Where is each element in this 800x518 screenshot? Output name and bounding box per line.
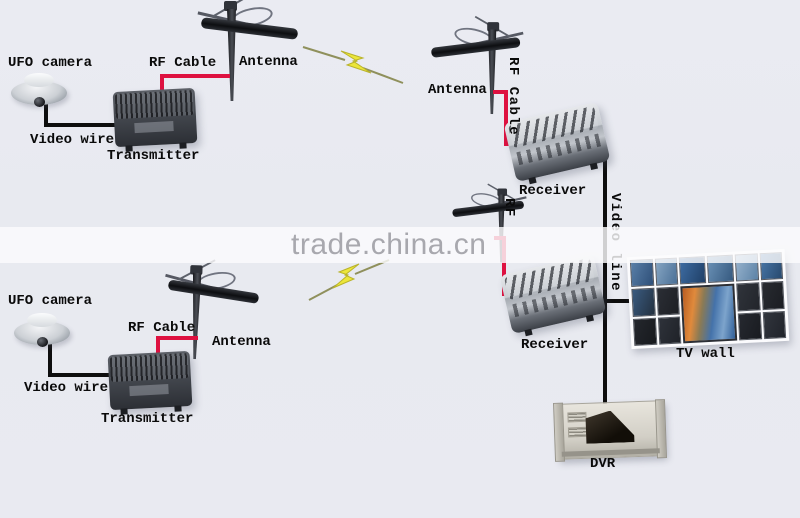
- transmitter-image-bottom: [107, 350, 193, 415]
- label-ufo-camera-bottom: UFO camera: [8, 293, 93, 309]
- rf-cable-segment: [504, 90, 508, 146]
- label-antenna-top-left: Antenna: [239, 54, 298, 70]
- label-rf-cable-top: RF Cable: [149, 55, 217, 71]
- monitor-screen: [632, 317, 657, 346]
- dvr-vent: [566, 411, 587, 423]
- dvr-front-opening: [585, 410, 635, 444]
- antenna-mast: [227, 9, 236, 101]
- label-receiver-top: Receiver: [519, 183, 587, 199]
- monitor-screen: [762, 310, 787, 340]
- video-wire-segment: [44, 100, 48, 127]
- trunk-wire-segment: [592, 299, 636, 303]
- label-dvr: DVR: [590, 456, 616, 472]
- camera-cap: [27, 313, 57, 327]
- label-rf-cable-vertical: RF Cable: [505, 57, 521, 137]
- main-monitor-screen: [680, 283, 738, 344]
- label-tv-wall: TV wall: [676, 346, 735, 362]
- video-wire-segment: [48, 373, 112, 377]
- monitor-screen: [760, 281, 785, 310]
- transmitter-image-top: [112, 87, 198, 152]
- watermark-band: trade.china.cn: [0, 227, 800, 263]
- label-transmitter-top: Transmitter: [107, 148, 200, 164]
- monitor-screen: [657, 316, 682, 345]
- rf-cable-segment: [493, 90, 508, 94]
- rf-cable-segment: [160, 74, 164, 100]
- dvr-vent: [567, 426, 587, 438]
- camera-lens: [34, 97, 45, 107]
- antenna-image-top-left: [197, 0, 302, 103]
- monitor-screen: [736, 282, 761, 312]
- label-ufo-camera-top: UFO camera: [8, 55, 93, 71]
- monitor-screen: [655, 286, 680, 316]
- rf-cable-segment: [156, 336, 160, 360]
- rf-cable-segment: [160, 74, 230, 78]
- video-wire-segment: [44, 123, 118, 127]
- ufo-camera-image-bottom: [14, 313, 70, 347]
- label-rf-vertical: RF: [501, 198, 517, 218]
- antenna-tip: [224, 1, 237, 11]
- label-rf-cable-bottom: RF Cable: [128, 320, 196, 336]
- label-video-wire-bottom: Video wire: [24, 380, 109, 396]
- rf-cable-segment: [502, 236, 506, 296]
- camera-lens: [37, 337, 48, 347]
- camera-cap: [24, 73, 54, 87]
- label-antenna-bottom-left: Antenna: [212, 334, 271, 350]
- label-receiver-bottom: Receiver: [521, 337, 589, 353]
- dvr-image: [553, 399, 668, 463]
- monitor-screen: [629, 258, 654, 288]
- receiver-image-bottom: [499, 253, 607, 337]
- video-wire-segment: [48, 340, 52, 377]
- rf-cable-segment: [156, 336, 198, 340]
- watermark-text: trade.china.cn: [291, 228, 487, 261]
- monitor-screen: [631, 288, 656, 317]
- label-antenna-top-right: Antenna: [428, 82, 487, 98]
- lightning-bolt-icon: [302, 46, 404, 84]
- device-foot: [523, 328, 533, 337]
- device-foot: [589, 162, 598, 171]
- label-transmitter-bottom: Transmitter: [101, 411, 194, 427]
- tv-wall-image: [626, 248, 790, 350]
- monitor-screen: [737, 311, 762, 341]
- device-foot: [585, 314, 594, 323]
- label-video-wire-top: Video wire: [30, 132, 115, 148]
- trunk-wire-segment: [603, 154, 607, 406]
- ufo-camera-image-top: [11, 73, 67, 107]
